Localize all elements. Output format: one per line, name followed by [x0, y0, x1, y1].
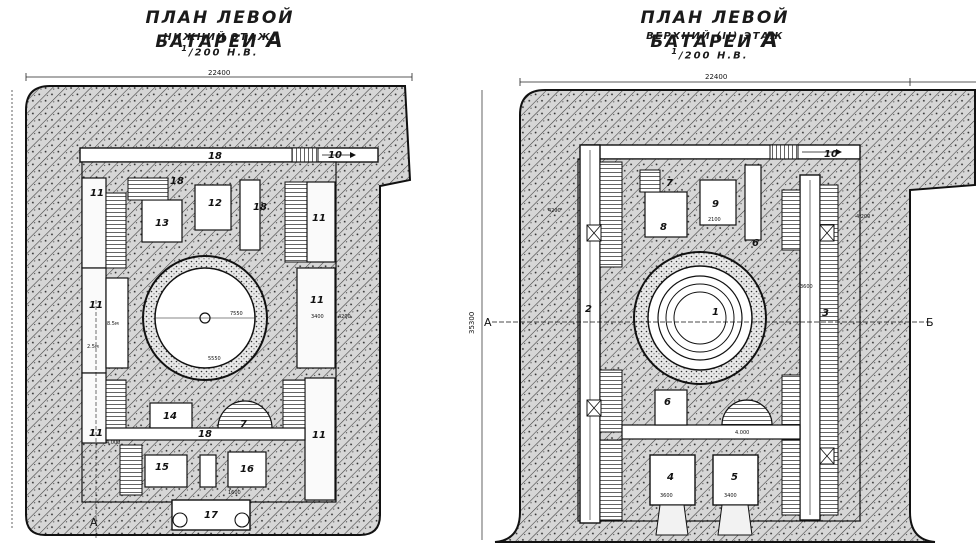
left-plan: 22400 10 18 11 11 8.5м 2.5м 11 13 18 12	[11, 69, 413, 540]
left-spiral-stair-7	[217, 400, 273, 429]
left-room-15: 15	[155, 462, 169, 473]
left-dim-7550: 7550	[230, 311, 243, 317]
left-room-15-box	[144, 454, 188, 488]
left-dim-4200: 4200	[338, 314, 351, 320]
right-room-1: 1	[712, 307, 719, 318]
left-room-11-e-box	[296, 267, 336, 369]
right-plan: 22400 35300 10 2 4200 8 7 9	[468, 73, 976, 543]
left-room-11-c-box	[81, 372, 107, 444]
right-room-9-box	[699, 179, 737, 226]
right-width-dim: 22400	[705, 73, 727, 81]
left-room-7: 7	[240, 419, 247, 430]
right-room-9: 9	[712, 199, 719, 210]
right-subtitle: ВЕРХНИЙ (II) ЭТАЖ	[646, 31, 784, 42]
right-room-2: 2	[585, 304, 592, 315]
left-dim-5550: 5550	[208, 356, 221, 362]
left-room-13-box	[141, 199, 183, 243]
right-dim-3600-a: 3600	[800, 284, 813, 290]
left-title: ПЛАН ЛЕВОЙ БАТАРЕИ А	[100, 8, 340, 52]
left-room-18-b: 18	[170, 176, 184, 187]
right-height-dim: 35300	[468, 312, 476, 334]
left-room-18-top: 18	[208, 151, 222, 162]
right-room-8-box	[644, 191, 688, 238]
left-width-dim: 22400	[208, 69, 230, 77]
left-scale-num: 1	[181, 44, 189, 53]
left-top-stair	[291, 147, 319, 163]
left-room-11-f: 11	[312, 430, 326, 441]
left-room-14: 14	[163, 411, 177, 422]
right-scale-den: 200	[684, 50, 712, 62]
left-room-11-d-box	[306, 181, 336, 263]
left-room-11-b: 11	[89, 300, 103, 311]
right-room-10: 10	[824, 149, 838, 160]
right-lower-corridor	[621, 424, 801, 440]
left-room-18-d: 18	[198, 429, 212, 440]
left-dim-8500: 8.5м	[107, 321, 119, 327]
right-title-letter: А	[761, 28, 780, 52]
left-room-18-c: 18	[253, 202, 267, 213]
left-room-11-a: 11	[90, 188, 104, 199]
left-room-12-box	[194, 184, 232, 231]
left-axis-a: А	[90, 516, 98, 529]
right-room-5: 5	[731, 472, 738, 483]
left-room-13: 13	[155, 218, 169, 229]
left-title-text: ПЛАН ЛЕВОЙ БАТАРЕИ	[145, 8, 295, 52]
left-room-12: 12	[208, 198, 222, 209]
right-room-5-box	[712, 454, 759, 506]
left-dim-1600: 1600	[228, 490, 241, 496]
left-room-11-e: 11	[310, 295, 324, 306]
left-room-11-d: 11	[312, 213, 326, 224]
right-dim-4200-a: 4200	[548, 208, 561, 214]
left-scale-suffix: Н.В.	[227, 47, 259, 59]
right-title: ПЛАН ЛЕВОЙ БАТАРЕИ А	[595, 8, 835, 52]
right-room-8: 8	[660, 222, 667, 233]
right-gun-pit-mid	[647, 265, 753, 371]
right-dim-4000: 4.000	[735, 430, 749, 436]
right-scale-suffix: Н.В.	[717, 50, 749, 62]
right-room-6-b: 6	[664, 397, 671, 408]
right-axis-a: А	[484, 316, 492, 329]
left-room-16-box	[227, 451, 267, 488]
left-dim-3400: 3400	[311, 314, 324, 320]
right-title-text: ПЛАН ЛЕВОЙ БАТАРЕИ	[640, 8, 790, 52]
left-room-11-b-box	[81, 267, 107, 374]
right-dim-3600-b: 3600	[660, 493, 673, 499]
left-scale-den: 200	[194, 47, 222, 59]
right-spiral-stair	[721, 399, 773, 426]
left-room-17: 17	[204, 510, 218, 521]
right-room-3: 3	[822, 308, 829, 319]
left-scale: 1/200 Н.В.	[181, 44, 259, 59]
left-subtitle: НИЖНИЙ ЭТАЖ.	[163, 32, 277, 43]
left-lower-corridor	[105, 427, 306, 441]
right-dim-3400: 3400	[724, 493, 737, 499]
left-dim-4000: 4.000	[106, 440, 120, 446]
right-axis-b: Б	[926, 316, 934, 329]
left-room-16: 16	[240, 464, 254, 475]
right-dim-2100: 2100	[708, 217, 721, 223]
right-dim-4200-b: 4.200	[856, 214, 870, 220]
right-scale-num: 1	[671, 47, 679, 56]
right-room-4: 4	[666, 472, 674, 483]
left-dim-2500: 2.5м	[87, 344, 99, 350]
right-room-6-a: 6	[752, 238, 759, 249]
left-title-letter: А	[266, 28, 285, 52]
right-room-7: 7	[666, 178, 673, 189]
right-scale: 1/200 Н.В.	[671, 47, 749, 62]
left-room-10: 10	[328, 150, 342, 161]
